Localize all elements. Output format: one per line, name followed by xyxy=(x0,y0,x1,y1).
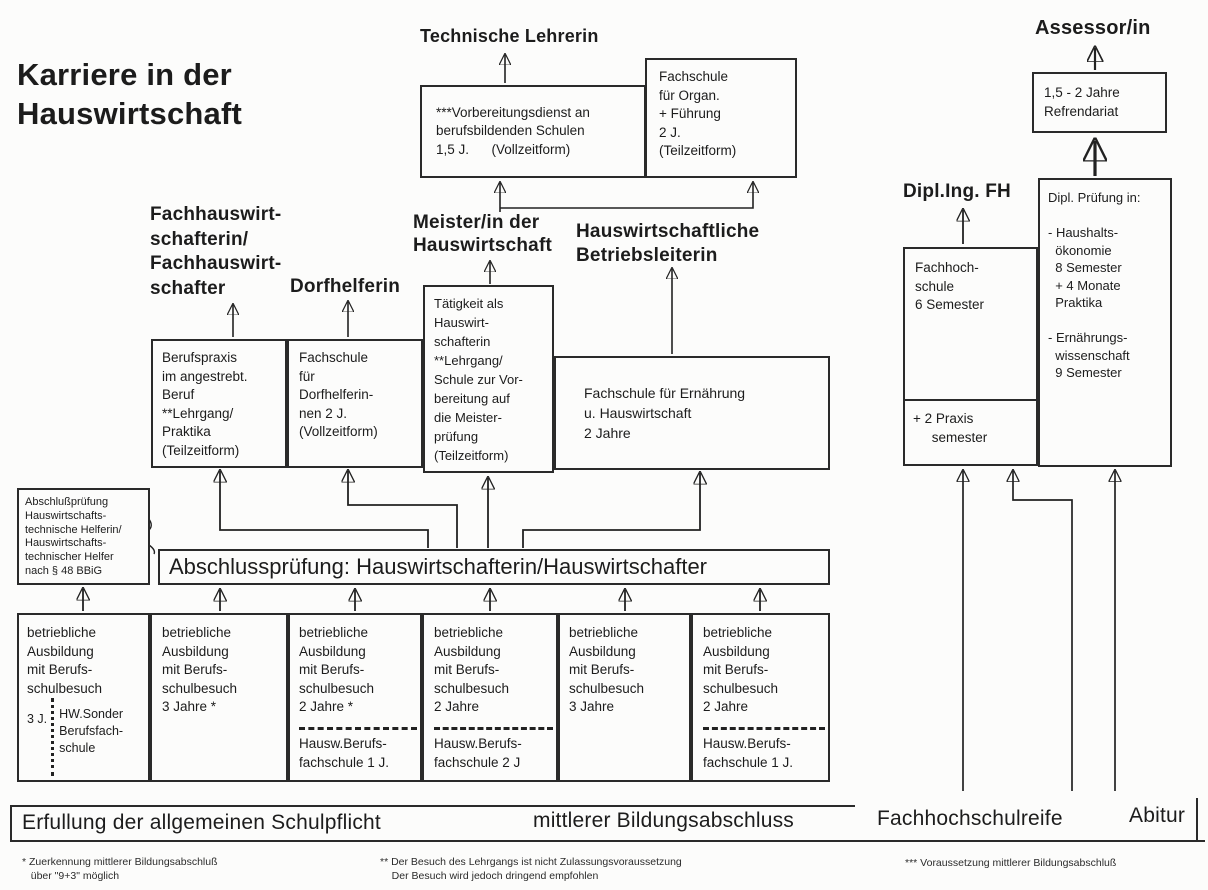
footnote-3: *** Voraussetzung mittlerer Bildungsabsc… xyxy=(905,857,1117,869)
base-band xyxy=(10,805,855,842)
ausbildung-3-bottom: Hausw.Berufs- fachschule 1 J. xyxy=(299,727,417,772)
box-dipl-pruefung-text: Dipl. Prüfung in: - Haushalts- ökonomie … xyxy=(1048,190,1141,380)
heading-dorfhelferin: Dorfhelferin xyxy=(290,276,401,297)
arrow-bar-to-fachschule-dorfhelferinnen xyxy=(348,471,458,548)
box-referendariat: 1,5 - 2 Jahre Refrendariat xyxy=(1032,72,1167,133)
footnote-1: * Zuerkennung mittlerer Bildungsabschluß… xyxy=(22,856,218,882)
bar-abschlusspruefung-text: Abschlussprüfung: Hauswirtschafterin/Hau… xyxy=(169,554,708,579)
ausbildung-1-bottom: 3 J. HW.Sonder Berufsfach- schule xyxy=(27,698,144,776)
box-vorbereitungsdienst: ***Vorbereitungsdienst an berufsbildende… xyxy=(420,85,646,178)
box-fachhochschule-upper: Fachhoch- schule 6 Semester xyxy=(905,249,1036,401)
box-berufspraxis-text: Berufspraxis im angestrebt. Beruf **Lehr… xyxy=(162,350,248,458)
box-dipl-pruefung: Dipl. Prüfung in: - Haushalts- ökonomie … xyxy=(1038,178,1172,467)
box-ausbildung-1: betriebliche Ausbildung mit Berufs- schu… xyxy=(17,613,150,782)
heading-betriebsleiterin: Hauswirtschaftliche Betriebsleiterin xyxy=(576,221,760,266)
box-abschlusspruefung-helferin: Abschlußprüfung Hauswirtschafts- technis… xyxy=(17,488,150,585)
ausbildung-3-top: betriebliche Ausbildung mit Berufs- schu… xyxy=(299,625,375,714)
base-band-rule xyxy=(10,805,1205,842)
arrow-meister-to-fachschule-organisation xyxy=(500,183,753,209)
heading-meister: Meister/in der Hauswirtschaft xyxy=(413,212,553,256)
box-fachschule-dorfhelferinnen-text: Fachschule für Dorfhelferin- nen 2 J. (V… xyxy=(299,350,378,439)
box-fachhochschule-text: Fachhoch- schule 6 Semester xyxy=(915,260,985,312)
label-fachhochschulreife: Fachhochschulreife xyxy=(877,807,1063,830)
box-vorbereitungsdienst-text: ***Vorbereitungsdienst an berufsbildende… xyxy=(436,104,590,157)
box-taetigkeit-text: Tätigkeit als Hauswirt- schafterin **Leh… xyxy=(434,296,523,463)
heading-fachhauswirtschafter: Fachhauswirt- schafterin/ Fachhauswirt- … xyxy=(150,204,282,299)
dotted-divider xyxy=(51,698,55,776)
heading-technische-lehrerin: Technische Lehrerin xyxy=(420,26,599,46)
box-berufspraxis: Berufspraxis im angestrebt. Beruf **Lehr… xyxy=(151,339,287,468)
ausbildung-5-top: betriebliche Ausbildung mit Berufs- schu… xyxy=(569,625,645,714)
ausbildung-2-top: betriebliche Ausbildung mit Berufs- schu… xyxy=(162,625,238,714)
box-fachschule-ernaehrung-text: Fachschule für Ernährung u. Hauswirtscha… xyxy=(584,385,746,441)
box-taetigkeit-meisterpruefung: Tätigkeit als Hauswirt- schafterin **Leh… xyxy=(423,285,554,473)
box-fachhochschule: Fachhoch- schule 6 Semester + 2 Praxis s… xyxy=(903,247,1038,466)
box-ausbildung-6: betriebliche Ausbildung mit Berufs- schu… xyxy=(691,613,830,782)
box-fachschule-ernaehrung: Fachschule für Ernährung u. Hauswirtscha… xyxy=(554,356,830,470)
box-praxissemester: + 2 Praxis semester xyxy=(905,401,1036,447)
abitur-right-edge xyxy=(1196,798,1198,840)
box-fachschule-dorfhelferinnen: Fachschule für Dorfhelferin- nen 2 J. (V… xyxy=(287,339,423,468)
heading-assessor: Assessor/in xyxy=(1035,17,1151,39)
box-ausbildung-4: betriebliche Ausbildung mit Berufs- schu… xyxy=(422,613,558,782)
box-praxissemester-text: + 2 Praxis semester xyxy=(913,411,988,445)
arrow-elbow-to-fh xyxy=(1013,471,1073,791)
box-abschlusspruefung-helferin-text: Abschlußprüfung Hauswirtschafts- technis… xyxy=(25,496,122,577)
ausbildung-4-bottom: Hausw.Berufs- fachschule 2 J xyxy=(434,727,553,772)
box-referendariat-text: 1,5 - 2 Jahre Refrendariat xyxy=(1044,85,1120,119)
label-abitur: Abitur xyxy=(1129,804,1186,827)
label-schulpflicht: Erfullung der allgemeinen Schulpflicht xyxy=(22,811,381,834)
ausbildung-1-right-note: HW.Sonder Berufsfach- schule xyxy=(59,707,124,755)
ausbildung-4-top: betriebliche Ausbildung mit Berufs- schu… xyxy=(434,625,510,714)
ausbildung-1-top: betriebliche Ausbildung mit Berufs- schu… xyxy=(27,625,103,696)
box-ausbildung-3: betriebliche Ausbildung mit Berufs- schu… xyxy=(288,613,422,782)
ausbildung-1-left-note: 3 J. xyxy=(27,712,48,726)
ausbildung-6-top: betriebliche Ausbildung mit Berufs- schu… xyxy=(703,625,779,714)
arrow-bar-to-fachschule-ernaehrung xyxy=(522,473,700,548)
footnote-2: ** Der Besuch des Lehrgangs ist nicht Zu… xyxy=(380,856,682,882)
bar-abschlusspruefung: Abschlussprüfung: Hauswirtschafterin/Hau… xyxy=(158,549,830,585)
box-ausbildung-5: betriebliche Ausbildung mit Berufs- schu… xyxy=(558,613,691,782)
box-fachschule-organisation: Fachschule für Organ. + Führung 2 J. (Te… xyxy=(645,58,797,178)
heading-dipl-ing-fh: Dipl.Ing. FH xyxy=(903,181,1011,202)
arrow-bar-to-berufspraxis xyxy=(220,471,429,548)
box-fachschule-organisation-text: Fachschule für Organ. + Führung 2 J. (Te… xyxy=(659,69,737,158)
box-ausbildung-2: betriebliche Ausbildung mit Berufs- schu… xyxy=(150,613,288,782)
ausbildung-6-bottom: Hausw.Berufs- fachschule 1 J. xyxy=(703,727,825,772)
page-title: Karriere in der Hauswirtschaft xyxy=(17,57,243,131)
label-mittlerer-bildungsabschluss: mittlerer Bildungsabschluss xyxy=(533,809,795,832)
